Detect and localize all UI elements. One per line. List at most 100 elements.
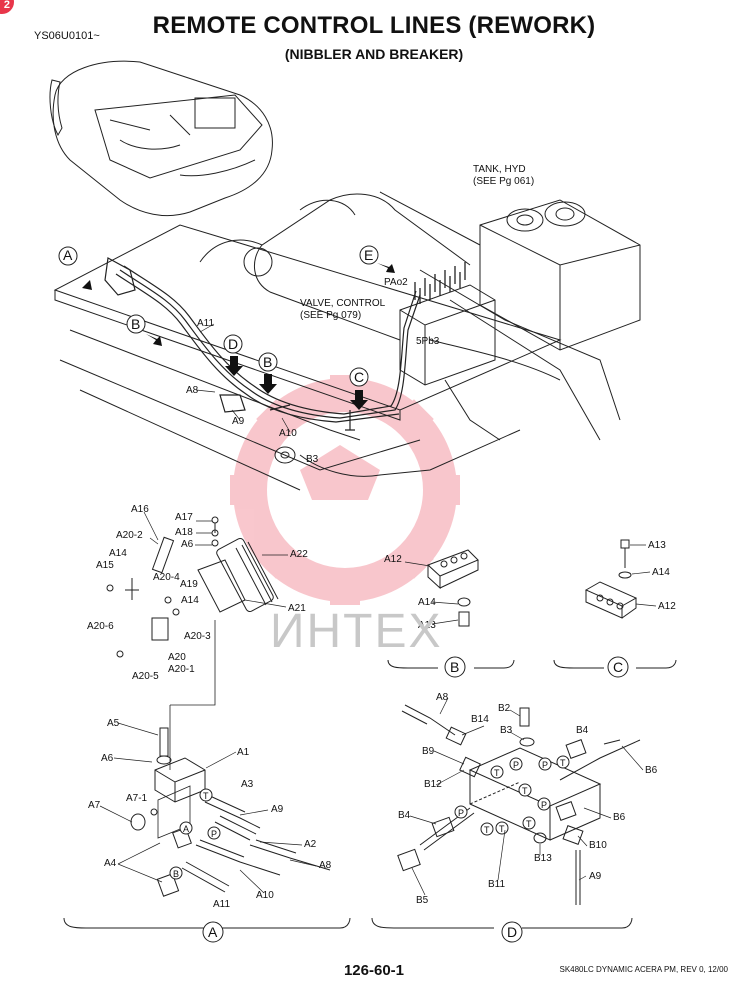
part-label-a22: A22 [290, 549, 308, 560]
port-t-a1: T [203, 791, 209, 801]
view-c-top-label: C [354, 369, 364, 385]
part-label-a20-5: A20-5 [132, 671, 159, 682]
part-label-a21: A21 [288, 603, 306, 614]
component-b3-drawing [274, 446, 296, 464]
part-label-a7: A7 [88, 800, 101, 811]
view-b-detail-label: B [450, 659, 459, 675]
port-t-d3: T [522, 786, 528, 796]
part-label-a10-bottom: A10 [256, 890, 274, 901]
page-number: 126-60-1 [343, 962, 405, 979]
part-label-a11-bottom: A11 [213, 899, 230, 910]
part-label-a14-c: A14 [652, 567, 670, 578]
part-label-b4-top: B4 [576, 725, 589, 736]
part-label-a6-top: A6 [181, 539, 194, 550]
part-label-a18: A18 [175, 527, 193, 538]
part-label-a11-top: A11 [197, 318, 214, 329]
part-label-a19: A19 [180, 579, 198, 590]
view-a-top-label: A [63, 247, 73, 263]
port-a-a1: A [183, 824, 189, 834]
control-valve-drawing [399, 262, 496, 386]
detail-c-clamp-drawing [553, 539, 677, 669]
part-label-a20: A20 [168, 652, 186, 663]
part-label-a16: A16 [131, 504, 149, 515]
view-a-detail-label: A [208, 924, 218, 940]
part-label-a9-top: A9 [232, 416, 245, 427]
part-label-a1: A1 [237, 747, 250, 758]
part-label-b14: B14 [471, 714, 489, 725]
part-label-a20-6: A20-6 [87, 621, 114, 632]
port-t-d5: T [499, 824, 505, 834]
port-p-d2: P [542, 760, 548, 770]
part-label-a14-left: A14 [109, 548, 127, 559]
detail-b-clamp-drawing [387, 549, 515, 669]
part-label-a9-bottom: A9 [271, 804, 284, 815]
tank-callout-line2: (SEE Pg 061) [473, 176, 534, 187]
pedal-assembly-drawing [106, 516, 279, 770]
port-t-d6: T [526, 819, 532, 829]
part-label-b3-d: B3 [500, 725, 513, 736]
port-p-d4: P [458, 808, 464, 818]
pao2-port-label: PAo2 [384, 277, 408, 288]
excavator-overview-drawing [49, 60, 273, 217]
part-label-a6-bottom: A6 [101, 753, 114, 764]
part-label-b11: B11 [488, 879, 505, 890]
port-p-a1: P [211, 829, 217, 839]
valve-callout-line1: VALVE, CONTROL [300, 298, 386, 309]
port-p-d1: P [513, 760, 519, 770]
part-label-b13: B13 [534, 853, 552, 864]
port-t-d1: T [560, 758, 566, 768]
leader-lines [99, 323, 657, 896]
view-d-detail-label: D [507, 924, 517, 940]
view-d-top-label: D [228, 336, 238, 352]
part-label-a8-top: A8 [186, 385, 199, 396]
part-label-a13-b: A13 [418, 620, 436, 631]
part-label-a8-bottom: A8 [319, 860, 332, 871]
detail-d-manifold-drawing [371, 704, 641, 929]
view-marker-b-left: B [126, 314, 162, 346]
part-label-a20-3: A20-3 [184, 631, 211, 642]
view-marker-c-detail: C [607, 656, 629, 678]
part-label-a14-b: A14 [418, 597, 436, 608]
part-label-a12-b: A12 [384, 554, 402, 565]
watermark-gear-icon [230, 375, 460, 605]
port-t-d2: T [494, 768, 500, 778]
view-c-detail-label: C [613, 659, 623, 675]
tank-callout-line1: TANK, HYD [473, 164, 526, 175]
port-badges-d: P P T T T P P T T T [454, 755, 570, 836]
valve-callout-line2: (SEE Pg 079) [300, 310, 361, 321]
port-t-d4: T [484, 825, 490, 835]
document-id: YS06U0101~ [34, 30, 100, 42]
view-marker-b-detail: B [444, 656, 466, 678]
port-b-a1: B [173, 869, 179, 879]
view-marker-c: C [349, 367, 369, 410]
watermark-text: ИНТЕХ [270, 605, 443, 658]
machine-frame-drawing [53, 191, 621, 491]
pilot-line-run [104, 257, 421, 431]
part-label-a10-top: A10 [279, 428, 297, 439]
part-label-a7-1: A7-1 [126, 793, 148, 804]
part-label-b9: B9 [422, 746, 435, 757]
part-label-a8-d: A8 [436, 692, 449, 703]
part-label-a13-c: A13 [648, 540, 666, 551]
part-label-a20-1: A20-1 [168, 664, 195, 675]
pb3-port-label: 5Pb3 [416, 336, 440, 347]
view-marker-a-top: A [58, 246, 92, 290]
port-t-badges-a: T P A B [169, 788, 221, 880]
port-p-d3: P [541, 800, 547, 810]
view-b-left-label: B [131, 316, 140, 332]
part-label-a20-2: A20-2 [116, 530, 143, 541]
view-e-label: E [364, 247, 373, 263]
part-label-b10: B10 [589, 840, 607, 851]
part-label-a20-4: A20-4 [153, 572, 180, 583]
model-revision: SK480LC DYNAMIC ACERA PM, REV 0, 12/00 [559, 965, 728, 974]
part-label-b3-top: B3 [306, 454, 319, 465]
part-label-b6-right: B6 [613, 812, 626, 823]
part-label-a3: A3 [241, 779, 254, 790]
part-label-a9-d: A9 [589, 871, 602, 882]
part-label-a5: A5 [107, 718, 120, 729]
view-b-right-label: B [263, 354, 272, 370]
part-label-a2: A2 [304, 839, 317, 850]
part-label-b2: B2 [498, 703, 511, 714]
part-label-a4: A4 [104, 858, 117, 869]
